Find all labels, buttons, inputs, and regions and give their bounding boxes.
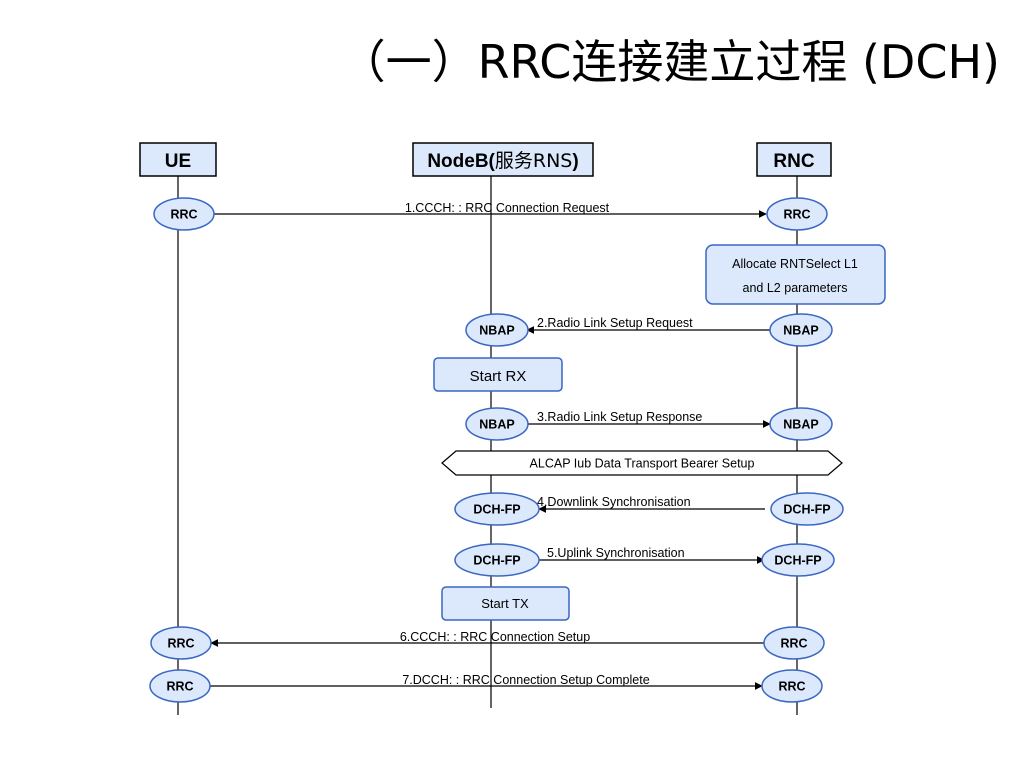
svg-text:and L2 parameters: and L2 parameters bbox=[743, 281, 848, 295]
ue-rrc-6: RRC bbox=[150, 626, 212, 660]
message-7-label: 7.DCCH: : RRC Connection Setup Complete bbox=[402, 673, 649, 687]
svg-text:DCH-FP: DCH-FP bbox=[783, 503, 830, 517]
nodeb-dchfp-4: DCH-FP bbox=[454, 492, 540, 526]
rnc-rrc-1: RRC bbox=[766, 197, 828, 231]
svg-text:RRC: RRC bbox=[167, 637, 194, 651]
svg-text:RRC: RRC bbox=[166, 680, 193, 694]
svg-text:NBAP: NBAP bbox=[479, 324, 514, 338]
start-rx-box: Start RX bbox=[433, 357, 563, 392]
message-3-label: 3.Radio Link Setup Response bbox=[537, 410, 702, 424]
svg-text:DCH-FP: DCH-FP bbox=[473, 503, 520, 517]
svg-text:DCH-FP: DCH-FP bbox=[473, 554, 520, 568]
svg-text:Start RX: Start RX bbox=[470, 368, 527, 385]
ue-header: UE bbox=[139, 142, 217, 177]
svg-text:RRC: RRC bbox=[170, 208, 197, 222]
svg-text:UE: UE bbox=[165, 151, 191, 172]
ue-rrc-7: RRC bbox=[149, 669, 211, 703]
message-5-label: 5.Uplink Synchronisation bbox=[547, 546, 685, 560]
svg-text:RRC: RRC bbox=[780, 637, 807, 651]
svg-text:NBAP: NBAP bbox=[479, 418, 514, 432]
nodeb-header: NodeB(服务RNS) bbox=[412, 142, 594, 177]
alcap-bearer-setup: ALCAP Iub Data Transport Bearer Setup bbox=[441, 450, 843, 476]
allocate-box: Allocate RNTSelect L1 and L2 parameters bbox=[705, 244, 886, 305]
start-tx-box: Start TX bbox=[441, 586, 570, 621]
nodeb-nbap-2: NBAP bbox=[465, 313, 529, 347]
message-2-label: 2.Radio Link Setup Request bbox=[537, 316, 693, 330]
svg-text:Allocate RNTSelect L1: Allocate RNTSelect L1 bbox=[732, 257, 858, 271]
slide-title: （一）RRC连接建立过程 (DCH) bbox=[339, 35, 1000, 89]
svg-text:ALCAP Iub Data Transport Beare: ALCAP Iub Data Transport Bearer Setup bbox=[530, 457, 755, 471]
svg-text:DCH-FP: DCH-FP bbox=[774, 554, 821, 568]
svg-text:Start TX: Start TX bbox=[481, 596, 529, 611]
svg-text:NodeB(服务RNS): NodeB(服务RNS) bbox=[427, 150, 578, 172]
ue-rrc-1: RRC bbox=[153, 197, 215, 231]
rnc-nbap-3: NBAP bbox=[769, 407, 833, 441]
rnc-dchfp-4: DCH-FP bbox=[770, 492, 844, 526]
svg-text:RRC: RRC bbox=[778, 680, 805, 694]
message-1-label: 1.CCCH: : RRC Connection Request bbox=[405, 201, 610, 215]
rnc-header: RNC bbox=[756, 142, 832, 177]
nodeb-nbap-3: NBAP bbox=[465, 407, 529, 441]
nodeb-dchfp-5: DCH-FP bbox=[454, 543, 540, 577]
svg-text:NBAP: NBAP bbox=[783, 418, 818, 432]
rnc-rrc-6: RRC bbox=[763, 626, 825, 660]
svg-text:RRC: RRC bbox=[783, 208, 810, 222]
message-6-label: 6.CCCH: : RRC Connection Setup bbox=[400, 630, 590, 644]
svg-text:NBAP: NBAP bbox=[783, 324, 818, 338]
rnc-rrc-7: RRC bbox=[761, 669, 823, 703]
rnc-nbap-2: NBAP bbox=[769, 313, 833, 347]
message-4-label: 4.Downlink Synchronisation bbox=[537, 495, 691, 509]
svg-text:RNC: RNC bbox=[773, 151, 814, 172]
rnc-dchfp-5: DCH-FP bbox=[761, 543, 835, 577]
